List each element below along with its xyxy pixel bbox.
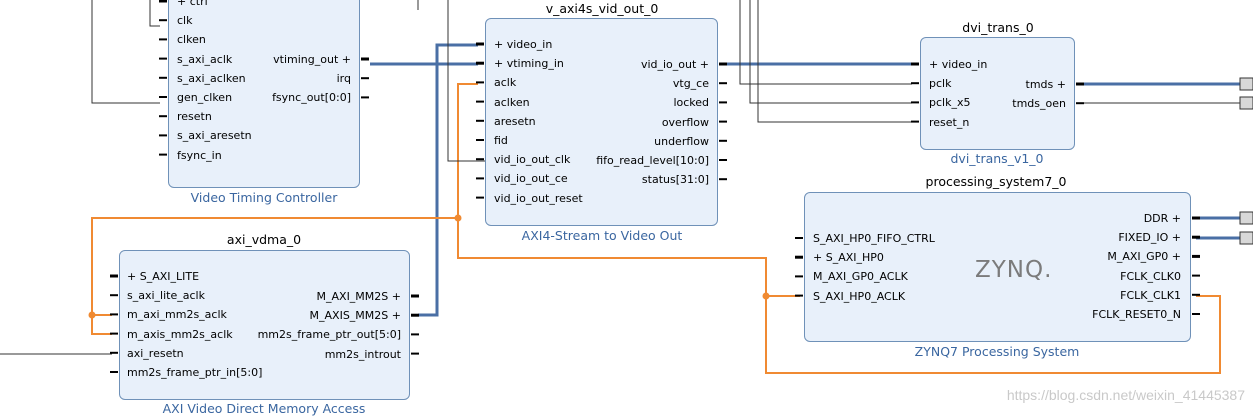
vdma-title: axi_vdma_0 <box>226 232 302 247</box>
vtc-port-resetn[interactable]: resetn <box>177 110 212 124</box>
ps7-port-fixed-io[interactable]: FIXED_IO + <box>1118 231 1181 245</box>
vtc-port-clken[interactable]: clken <box>177 33 206 47</box>
dvi-subtitle: dvi_trans_v1_0 <box>950 151 1044 166</box>
dvi-port-pclk[interactable]: pclk <box>929 77 952 91</box>
vtc-port-clk[interactable]: clk <box>177 14 193 28</box>
vout-port-vtiming-in[interactable]: + vtiming_in <box>494 57 564 71</box>
vout-port-status-31-0[interactable]: status[31:0] <box>641 173 709 187</box>
dvi-port-video-in[interactable]: + video_in <box>929 58 988 71</box>
vdma-port-mm2s-introut[interactable]: mm2s_introut <box>324 347 401 361</box>
ps7-port-m-axi-gp0-aclk[interactable]: M_AXI_GP0_ACLK <box>813 270 908 284</box>
vout-subtitle: AXI4-Stream to Video Out <box>521 228 683 243</box>
vdma-port-m-axi-mm2s[interactable]: M_AXI_MM2S + <box>316 290 401 303</box>
ps7-subtitle: ZYNQ7 Processing System <box>914 344 1080 359</box>
vtc-port-vtiming-out[interactable]: vtiming_out + <box>273 53 351 66</box>
dvi-port-reset-n[interactable]: reset_n <box>929 115 970 129</box>
clock-junction-a <box>454 214 462 222</box>
vout-port-vid-io-out[interactable]: vid_io_out + <box>640 58 709 71</box>
ps7-title: processing_system7_0 <box>925 174 1067 189</box>
ps7-port-fclk-clk0[interactable]: FCLK_CLK0 <box>1120 269 1181 283</box>
vtc-port-s-axi-aclken[interactable]: s_axi_aclken <box>177 71 246 85</box>
vout-port-aclk[interactable]: aclk <box>494 76 517 90</box>
vtc-port-fsync-in[interactable]: fsync_in <box>177 148 222 162</box>
clock-fclk1-loop-wire <box>765 295 1221 374</box>
vdma-port-axi-resetn[interactable]: axi_resetn <box>127 346 184 360</box>
vtc-port-gen-clken[interactable]: gen_clken <box>177 91 233 104</box>
vtc-block[interactable]: + ctrl clk clken s_axi_aclk s_axi_aclken gen_… <box>168 0 360 188</box>
clock-junction-c <box>88 311 96 319</box>
ddr-port-end <box>1239 211 1253 225</box>
vdma-block[interactable]: + S_AXI_LITE s_axi_lite_aclk m_axi_mm2s_ac… <box>119 250 410 400</box>
wire-vtc-top <box>149 0 160 27</box>
wire-dvi-pclk <box>739 0 912 85</box>
wire-vtc-gen-clken <box>91 0 160 104</box>
vtc-port-ctrl[interactable]: + ctrl <box>177 0 208 8</box>
dvi-port-tmds-oen[interactable]: tmds_oen <box>1012 97 1066 111</box>
dvi-port-tmds[interactable]: tmds + <box>1025 78 1066 91</box>
vout-port-fid[interactable]: fid <box>494 134 508 147</box>
tmds-oen-port-end <box>1239 96 1253 110</box>
vout-port-video-in[interactable]: + video_in <box>494 38 553 51</box>
ps7-port-m-axi-gp0[interactable]: M_AXI_GP0 + <box>1107 250 1181 264</box>
vdma-port-mm2s-frame-ptr-out-5-0[interactable]: mm2s_frame_ptr_out[5:0] <box>257 328 401 342</box>
vdma-port-s-axi-lite[interactable]: + S_AXI_LITE <box>127 270 200 283</box>
clock-junction-b <box>762 292 770 300</box>
vout-port-vid-io-out-ce[interactable]: vid_io_out_ce <box>494 172 568 186</box>
vout-port-locked[interactable]: locked <box>673 96 709 110</box>
vout-port-fifo-read-level-10-0[interactable]: fifo_read_level[10:0] <box>596 154 709 167</box>
wire-vidout-clk <box>447 0 485 162</box>
bus-axis-mm2s-wire <box>418 43 478 317</box>
vout-port-vid-io-out-clk[interactable]: vid_io_out_clk <box>494 153 571 167</box>
vout-port-overflow[interactable]: overflow <box>661 115 709 129</box>
vout-port-aclken[interactable]: aclken <box>494 95 530 109</box>
watermark: https://blog.csdn.net/weixin_41445387 <box>1006 387 1245 403</box>
vout-port-vid-io-out-reset[interactable]: vid_io_out_reset <box>494 191 583 205</box>
vdma-port-m-axi-mm2s-aclk[interactable]: m_axi_mm2s_aclk <box>127 308 227 322</box>
ps7-port-s-axi-hp0-fifo-ctrl[interactable]: S_AXI_HP0_FIFO_CTRL <box>813 232 935 245</box>
vtc-port-s-axi-aresetn[interactable]: s_axi_aresetn <box>177 129 252 143</box>
vout-port-aresetn[interactable]: aresetn <box>494 114 536 128</box>
ps7-port-s-axi-hp0[interactable]: + S_AXI_HP0 <box>813 251 884 265</box>
ps7-port-ddr[interactable]: DDR + <box>1143 212 1181 225</box>
vtc-port-s-axi-aclk[interactable]: s_axi_aclk <box>177 52 233 66</box>
vtc-port-fsync-out-0-0[interactable]: fsync_out[0:0] <box>272 91 351 105</box>
dvi-title: dvi_trans_0 <box>962 20 1034 35</box>
dvi-port-pclk-x5[interactable]: pclk_x5 <box>929 96 971 110</box>
zynq-logo: ZYNQ. <box>975 257 1053 283</box>
ps7-port-fclk-clk1[interactable]: FCLK_CLK1 <box>1120 288 1181 302</box>
wire-dvi-reset <box>757 0 912 123</box>
vdma-port-m-axis-mm2s[interactable]: M_AXIS_MM2S + <box>309 309 401 323</box>
vtc-port-irq[interactable]: irq <box>336 72 351 86</box>
ps7-port-fclk-reset0-n[interactable]: FCLK_RESET0_N <box>1092 308 1181 321</box>
vdma-port-m-axis-mm2s-aclk[interactable]: m_axis_mm2s_aclk <box>127 327 233 341</box>
vdma-port-mm2s-frame-ptr-in-5-0[interactable]: mm2s_frame_ptr_in[5:0] <box>127 366 263 379</box>
fixedio-port-end <box>1239 231 1253 245</box>
vout-port-underflow[interactable]: underflow <box>654 134 709 148</box>
tmds-port-end <box>1239 77 1253 91</box>
vdma-subtitle: AXI Video Direct Memory Access <box>162 401 366 416</box>
vout-port-vtg-ce[interactable]: vtg_ce <box>672 77 709 91</box>
vdma-port-s-axi-lite-aclk[interactable]: s_axi_lite_aclk <box>127 289 205 303</box>
clock-vdma-wire <box>91 217 458 335</box>
clock-main-wire <box>457 83 767 296</box>
wire-dvi-pclkx5 <box>749 0 912 104</box>
vout-title: v_axi4s_vid_out_0 <box>545 1 659 16</box>
ps7-port-s-axi-hp0-aclk[interactable]: S_AXI_HP0_ACLK <box>813 289 906 303</box>
vtc-subtitle: Video Timing Controller <box>190 190 338 205</box>
